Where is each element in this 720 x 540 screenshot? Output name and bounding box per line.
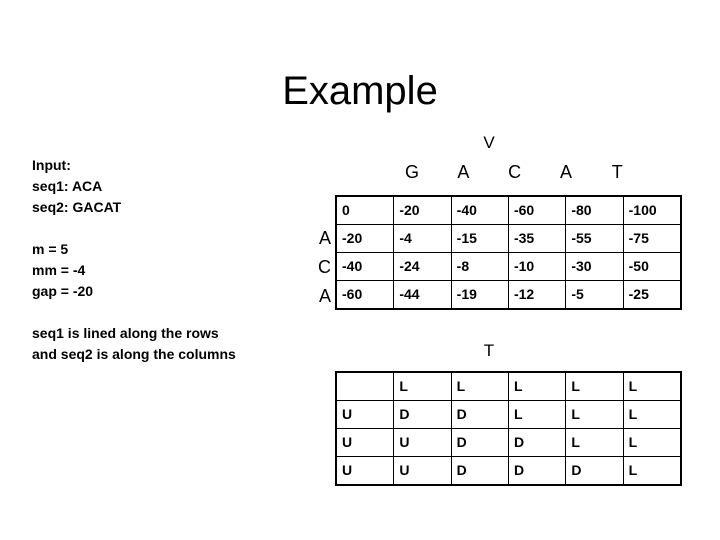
matrix-v-cell: -5 [565,280,624,310]
matrix-v-cell: -12 [507,280,567,310]
matrix-t-cell: L [507,371,567,401]
matrix-v-rowlabel: A [318,286,331,306]
matrix-v-cell: -60 [335,280,395,310]
matrix-v-cell: -19 [450,280,509,310]
table-row: -20 -4 -15 -35 -55 -75 [335,224,682,253]
matrix-t-cell: U [335,400,395,429]
matrix-t-cell: U [393,428,452,457]
table-row: 0 -20 -40 -60 -80 -100 [335,195,682,225]
matrix-t-cell [335,371,395,401]
matrix-v-cell: -20 [335,224,395,253]
matrix-t-cell: L [507,400,567,429]
matrix-t-cell: L [565,400,624,429]
matrix-t-cell: L [622,371,682,401]
matrix-t-cell: L [622,428,682,457]
matrix-v-colheader: C [508,162,522,182]
orientation-group: seq1 is lined along the rows and seq2 is… [32,323,322,365]
matrix-v-column-headers: G A C A T [335,161,643,183]
matrix-t-cell: D [450,456,509,486]
matrix-v-cell: -55 [565,224,624,253]
match-score-line: m = 5 [32,241,69,257]
matrix-v-colheader: T [611,162,623,182]
matrix-v-cell: -4 [393,224,452,253]
matrix-v-cell: -80 [565,195,624,225]
matrix-v-caption: V [483,133,495,152]
matrix-v-rowlabel: C [318,257,331,277]
matrix-t-cell: D [450,428,509,457]
orientation-line-1: seq1 is lined along the rows [32,325,219,341]
matrix-v-colheader [335,161,386,183]
matrix-v-cell: -60 [507,195,567,225]
matrix-t-cell: U [335,428,395,457]
matrix-v-cell: -40 [450,195,509,225]
gap-penalty-line: gap = -20 [32,283,94,299]
matrix-t-cell: D [507,456,567,486]
table-row: U U D D L L [335,428,682,457]
matrix-v-cell: -24 [393,252,452,281]
matrix-t-grid: L L L L L U D D L L L U U D D L L U U D … [335,371,682,486]
table-row: -40 -24 -8 -10 -30 -50 [335,252,682,281]
orientation-line-2: and seq2 is along the columns [32,346,236,362]
matrix-v-cell: 0 [335,195,395,225]
matrix-v-cell: -10 [507,252,567,281]
matrix-t-caption: T [483,341,495,360]
matrix-t-cell: L [622,456,682,486]
table-row: U D D L L L [335,400,682,429]
table-row: L L L L L [335,371,682,401]
matrix-v-cell: -15 [450,224,509,253]
matrix-v-cell: -20 [393,195,452,225]
matrix-t-cell: D [507,428,567,457]
input-label: Input: [32,157,71,173]
matrix-v-rowlabel: A [318,228,331,248]
notes-spacer-2 [32,302,322,323]
matrix-v-cell: -25 [622,280,682,310]
table-row: U U D D D L [335,456,682,486]
scoring-group: m = 5 mm = -4 gap = -20 [32,239,322,302]
matrix-v-cell: -30 [565,252,624,281]
matrix-t-cell: U [335,456,395,486]
matrix-v-cell: -100 [622,195,682,225]
matrix-v-cell: -40 [335,252,395,281]
matrix-t-cell: D [450,400,509,429]
matrix-v-cell: -35 [507,224,567,253]
matrix-v-cell: -75 [622,224,682,253]
page-title: Example [282,69,438,113]
seq1-line: seq1: ACA [32,178,103,194]
matrix-v-cell: -44 [393,280,452,310]
notes-spacer-1 [32,218,322,239]
matrix-v-colheader: G [404,162,419,182]
matrix-v-grid: 0 -20 -40 -60 -80 -100 -20 -4 -15 -35 -5… [335,195,682,310]
matrix-t-cell: L [565,428,624,457]
matrix-t-cell: U [393,456,452,486]
input-group: Input: seq1: ACA seq2: GACAT [32,155,322,218]
mismatch-score-line: mm = -4 [32,262,86,278]
matrix-v-colheader: A [457,162,470,182]
matrix-t-cell: L [393,371,452,401]
matrix-v-cell: -8 [450,252,509,281]
table-row: -60 -44 -19 -12 -5 -25 [335,280,682,310]
matrix-v-colheader: A [559,162,572,182]
matrix-t-cell: D [393,400,452,429]
seq2-line: seq2: GACAT [32,199,122,215]
matrix-t-cell: L [622,400,682,429]
notes-panel: Input: seq1: ACA seq2: GACAT m = 5 mm = … [32,155,322,365]
matrix-t-cell: L [565,371,624,401]
matrix-v-cell: -50 [622,252,682,281]
matrix-t-cell: D [565,456,624,486]
matrix-v-row-labels: A C A [313,195,331,311]
matrix-t-cell: L [450,371,509,401]
